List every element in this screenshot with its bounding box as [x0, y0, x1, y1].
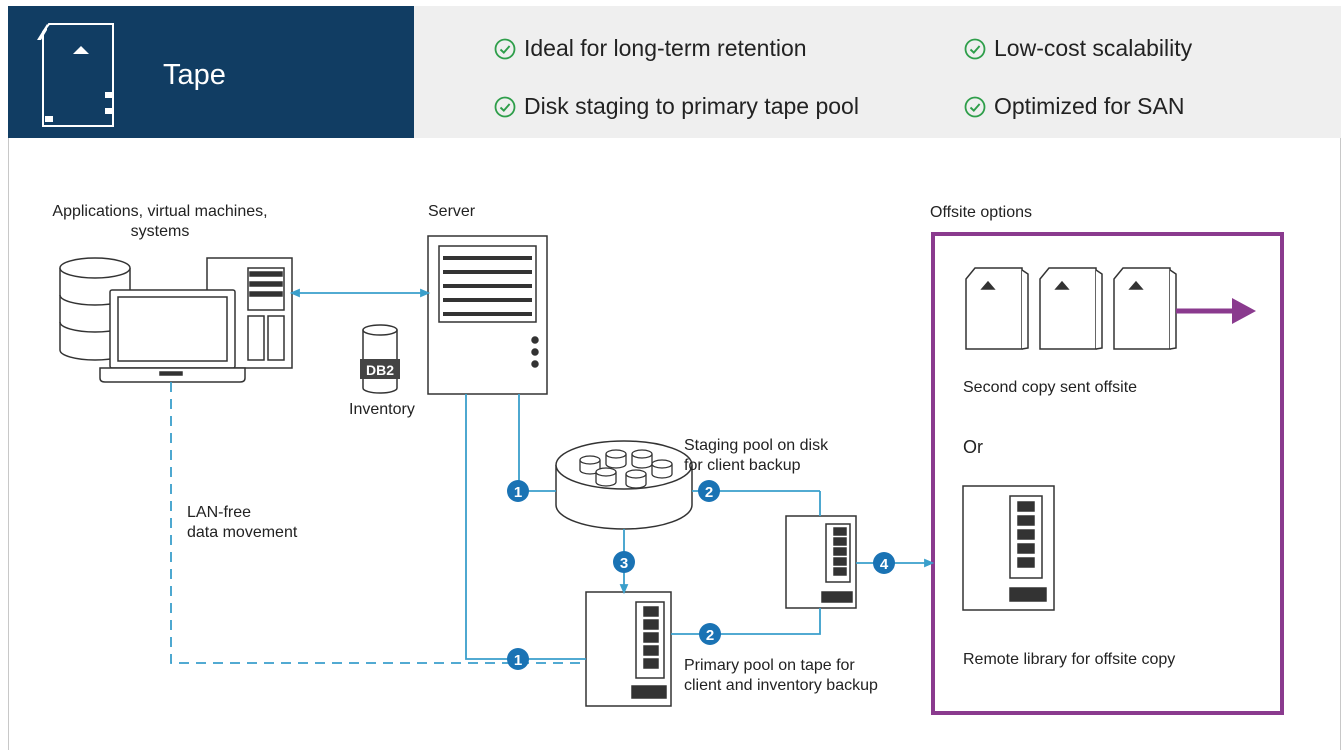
svg-text:2: 2: [705, 484, 713, 501]
check-circle-icon: [494, 96, 516, 117]
feature-item: Optimized for SAN: [964, 93, 1184, 120]
header-title-block: Tape: [8, 6, 414, 138]
feature-item: Disk staging to primary tape pool: [494, 93, 859, 120]
step-badge: 1: [507, 648, 529, 670]
lan-free-dashed-line: [170, 382, 586, 664]
tape-cartridge-offsite-icon: [965, 267, 1029, 350]
page-title: Tape: [163, 59, 226, 91]
svg-text:4: 4: [880, 556, 889, 573]
feature-text: Optimized for SAN: [994, 93, 1185, 119]
remote-library-label: Remote library for offsite copy: [963, 651, 1176, 668]
header-features-panel: Ideal for long-term retention Low-cost s…: [414, 6, 1341, 138]
tape-cartridge-offsite-icon: [1039, 267, 1103, 350]
step-badge: 3: [613, 551, 635, 573]
step-badge: 2: [699, 623, 721, 645]
disk-pool-icon: [555, 440, 693, 530]
feature-text: Ideal for long-term retention: [524, 35, 807, 61]
staging-pool-label-line: for client backup: [684, 457, 801, 474]
svg-text:2: 2: [706, 627, 714, 644]
lan-free-label: LAN-free data movement: [187, 503, 297, 543]
db2-database-icon: [360, 324, 400, 394]
staging-pool-label-line: Staging pool on disk: [684, 437, 829, 454]
clients-label-line: systems: [130, 223, 190, 240]
primary-pool-label-line: client and inventory backup: [684, 677, 878, 694]
or-label: Or: [963, 437, 983, 457]
tape-library-primary-icon: [585, 591, 672, 707]
inventory-label: Inventory: [349, 401, 415, 418]
feature-text: Disk staging to primary tape pool: [524, 93, 859, 119]
svg-text:3: 3: [620, 555, 628, 572]
svg-text:1: 1: [514, 652, 522, 669]
feature-text: Low-cost scalability: [994, 35, 1193, 61]
server-label: Server: [428, 203, 476, 220]
clients-label-line: Applications, virtual machines,: [52, 203, 268, 220]
step-badge: 4: [873, 552, 895, 574]
feature-item: Low-cost scalability: [964, 35, 1192, 62]
feature-item: Ideal for long-term retention: [494, 35, 807, 62]
second-copy-label: Second copy sent offsite: [963, 379, 1138, 396]
offsite-arrow-icon: [1176, 298, 1256, 324]
lan-free-label-line: LAN-free: [187, 504, 252, 521]
svg-text:1: 1: [514, 484, 522, 501]
lan-free-label-line: data movement: [187, 524, 298, 541]
offsite-options-box: [931, 232, 1284, 715]
tape-cartridge-offsite-icon: [1113, 267, 1177, 350]
db2-badge-text: DB2: [366, 362, 394, 378]
tape-library-small-icon: [785, 515, 857, 609]
primary-pool-label: Primary pool on tape for client and inve…: [684, 656, 878, 696]
clients-label: Applications, virtual machines, systems: [40, 202, 280, 242]
diagram-frame: [8, 6, 1341, 750]
offsite-options-title: Offsite options: [930, 204, 1032, 221]
step-badge: 2: [698, 480, 720, 502]
staging-pool-label: Staging pool on disk for client backup: [684, 436, 828, 476]
remote-library-icon: [962, 485, 1055, 611]
primary-pool-label-line: Primary pool on tape for: [684, 657, 855, 674]
laptop-icon: [99, 289, 246, 383]
server-icon: [427, 235, 548, 395]
tape-cartridge-icon: [37, 23, 114, 127]
check-circle-icon: [964, 38, 986, 59]
check-circle-icon: [494, 38, 516, 59]
check-circle-icon: [964, 96, 986, 117]
step-badge: 1: [507, 480, 529, 502]
